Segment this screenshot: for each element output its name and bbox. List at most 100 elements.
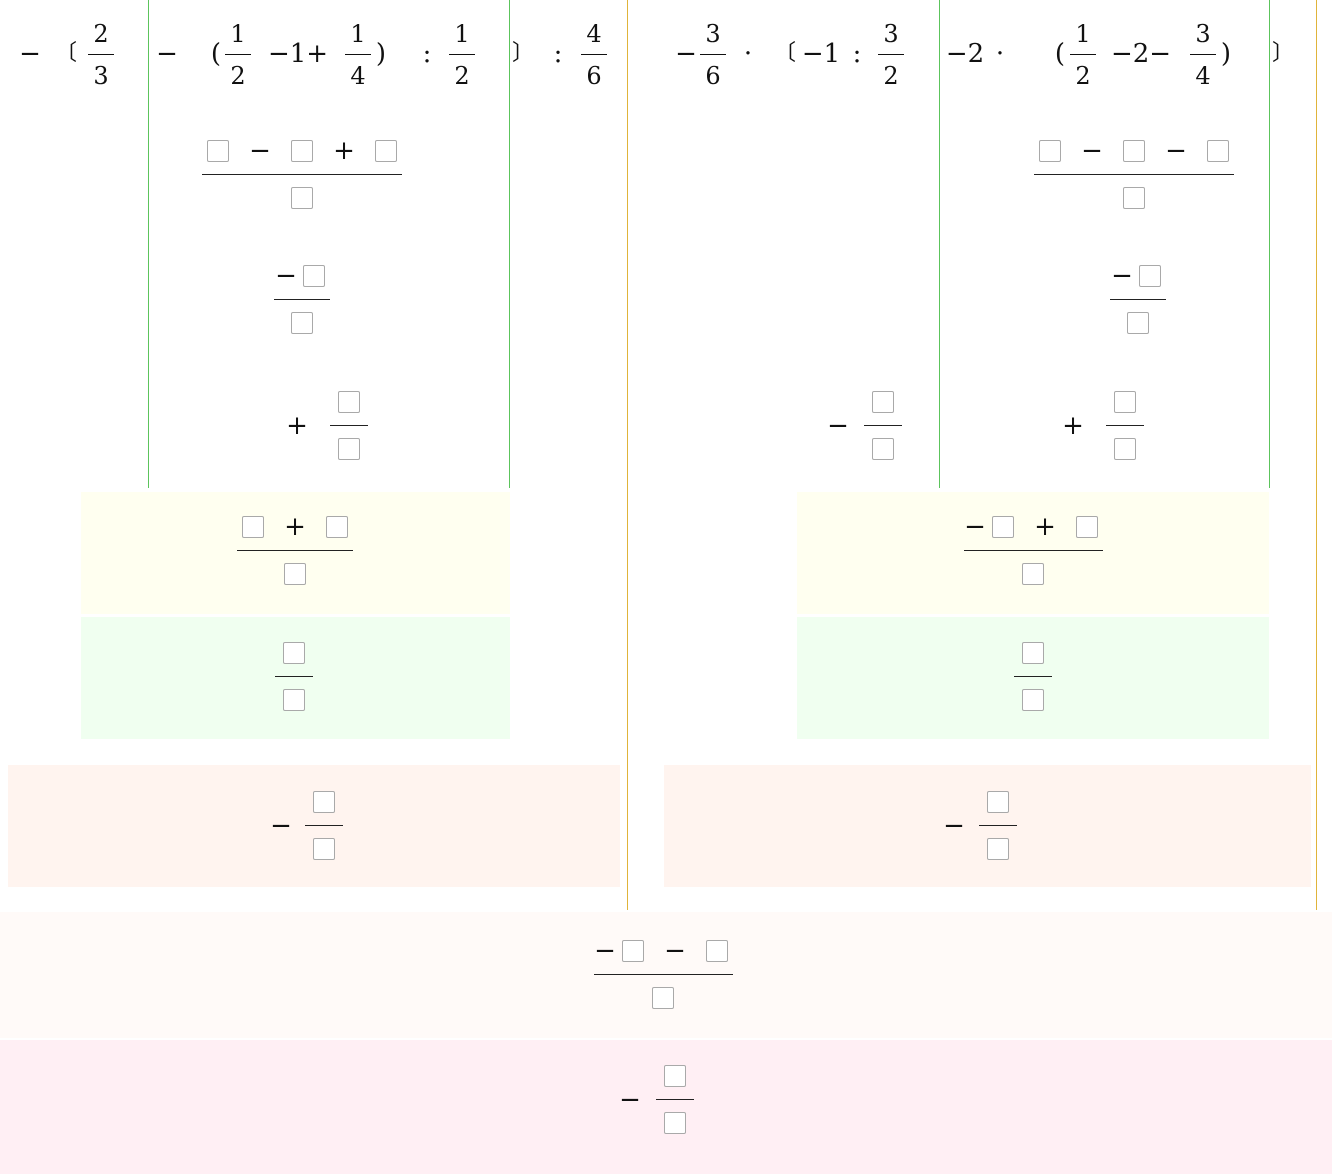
left-step3-den-input[interactable]	[338, 438, 360, 460]
final-den-input[interactable]	[664, 1112, 686, 1134]
left-result-minus: −	[270, 811, 292, 841]
final-fraction-bar	[656, 1099, 694, 1100]
fraction-denominator: 4	[350, 62, 366, 90]
left-step1-fraction-bar	[202, 174, 402, 175]
right-step3-a-fraction-bar	[864, 425, 902, 426]
fraction-bar	[345, 54, 371, 55]
right-step5-den-input[interactable]	[1022, 689, 1044, 711]
left-step3-plus: +	[286, 411, 308, 441]
divider-left-inner-start	[148, 0, 149, 488]
right-step1-minus-2: −	[1165, 136, 1187, 166]
fraction-denominator: 6	[586, 62, 602, 90]
left-expr-fraction-4: 1 2	[432, 14, 492, 94]
fraction-denominator: 2	[454, 62, 470, 90]
fraction-numerator: 4	[586, 20, 602, 48]
right-step2-num-input[interactable]	[1139, 265, 1161, 287]
combined-num-b-input[interactable]	[706, 940, 728, 962]
left-expr-fraction-1: 2 3	[71, 14, 131, 94]
right-expr-fraction-3: 1 2	[1053, 14, 1113, 94]
right-result-num-input[interactable]	[987, 791, 1009, 813]
divider-center	[627, 0, 628, 910]
right-step2-fraction-bar	[1110, 299, 1166, 300]
right-step3-a-num-input[interactable]	[872, 391, 894, 413]
fraction-bar	[700, 54, 726, 55]
right-step4-num-b-input[interactable]	[1076, 516, 1098, 538]
left-step5-num-input[interactable]	[283, 642, 305, 664]
left-expr-colon-2: :	[553, 39, 563, 69]
right-step1-num-c-input[interactable]	[1207, 140, 1229, 162]
fraction-bar	[1190, 54, 1216, 55]
left-step1-minus: −	[249, 136, 271, 166]
left-result-num-input[interactable]	[313, 791, 335, 813]
right-step4-fraction-bar	[964, 550, 1103, 551]
left-step2-num-input[interactable]	[303, 265, 325, 287]
divider-right-inner-end	[1269, 0, 1270, 488]
right-step5-num-input[interactable]	[1022, 642, 1044, 664]
right-step1-num-b-input[interactable]	[1123, 140, 1145, 162]
right-result-den-input[interactable]	[987, 838, 1009, 860]
fraction-bar	[449, 54, 475, 55]
left-expr-fraction-2: 1 2	[208, 14, 268, 94]
combined-num-a-input[interactable]	[622, 940, 644, 962]
band-final	[0, 1040, 1332, 1174]
fraction-denominator: 2	[883, 62, 899, 90]
right-step1-den-input[interactable]	[1123, 187, 1145, 209]
left-step4-plus: +	[284, 512, 306, 542]
left-step4-fraction-bar	[237, 550, 353, 551]
right-expr-colon: :	[852, 39, 862, 69]
left-step1-num-a-input[interactable]	[207, 140, 229, 162]
left-step4-num-a-input[interactable]	[242, 516, 264, 538]
left-step4-num-b-input[interactable]	[326, 516, 348, 538]
left-step5-fraction-bar	[275, 676, 313, 677]
right-step1-num-a-input[interactable]	[1039, 140, 1061, 162]
final-minus: −	[619, 1085, 641, 1115]
right-expr-mid: −2−	[1110, 39, 1172, 69]
right-expr-fraction-2: 3 2	[861, 14, 921, 94]
left-expr-lparen: (	[210, 39, 222, 69]
left-expr-rbracket: 〕	[511, 41, 535, 66]
band-right-result	[664, 765, 1311, 887]
fraction-numerator: 1	[350, 20, 366, 48]
right-step4-num-a-input[interactable]	[992, 516, 1014, 538]
left-step2-minus: −	[275, 261, 297, 291]
right-result-minus: −	[943, 811, 965, 841]
right-step3-b-den-input[interactable]	[1114, 438, 1136, 460]
left-step2-fraction-bar	[274, 299, 330, 300]
left-step1-num-b-input[interactable]	[291, 140, 313, 162]
right-step3-a-den-input[interactable]	[872, 438, 894, 460]
left-expr-lbracket: 〔	[54, 41, 78, 66]
right-step3-b-fraction-bar	[1106, 425, 1144, 426]
left-step1-plus: +	[333, 136, 355, 166]
band-right-step4	[797, 492, 1269, 614]
right-expr-neg-one: −1	[801, 39, 841, 69]
left-expr-fraction-5: 4 6	[564, 14, 624, 94]
right-step2-minus: −	[1111, 261, 1133, 291]
right-expr-fraction-4: 3 4	[1173, 14, 1233, 94]
fraction-bar	[225, 54, 251, 55]
fraction-numerator: 3	[1195, 20, 1211, 48]
right-expr-dot-2: ·	[995, 39, 1005, 69]
right-step3-minus: −	[827, 411, 849, 441]
right-step4-den-input[interactable]	[1022, 563, 1044, 585]
right-step3-b-num-input[interactable]	[1114, 391, 1136, 413]
band-left-step5	[81, 617, 510, 739]
fraction-denominator: 4	[1195, 62, 1211, 90]
left-step5-den-input[interactable]	[283, 689, 305, 711]
right-expr-dot-1: ·	[743, 39, 753, 69]
left-step3-num-input[interactable]	[338, 391, 360, 413]
left-step1-den-input[interactable]	[291, 187, 313, 209]
left-expr-rparen: )	[375, 39, 387, 69]
combined-den-input[interactable]	[652, 987, 674, 1009]
left-result-den-input[interactable]	[313, 838, 335, 860]
right-expr-lbracket: 〔	[773, 41, 797, 66]
left-step1-num-c-input[interactable]	[375, 140, 397, 162]
combined-fraction-bar	[594, 974, 733, 975]
fraction-bar	[1070, 54, 1096, 55]
left-step4-den-input[interactable]	[284, 563, 306, 585]
final-num-input[interactable]	[664, 1065, 686, 1087]
left-step2-den-input[interactable]	[291, 312, 313, 334]
right-step5-fraction-bar	[1014, 676, 1052, 677]
fraction-numerator: 1	[1075, 20, 1091, 48]
right-expr-lparen: (	[1054, 39, 1066, 69]
right-step2-den-input[interactable]	[1127, 312, 1149, 334]
